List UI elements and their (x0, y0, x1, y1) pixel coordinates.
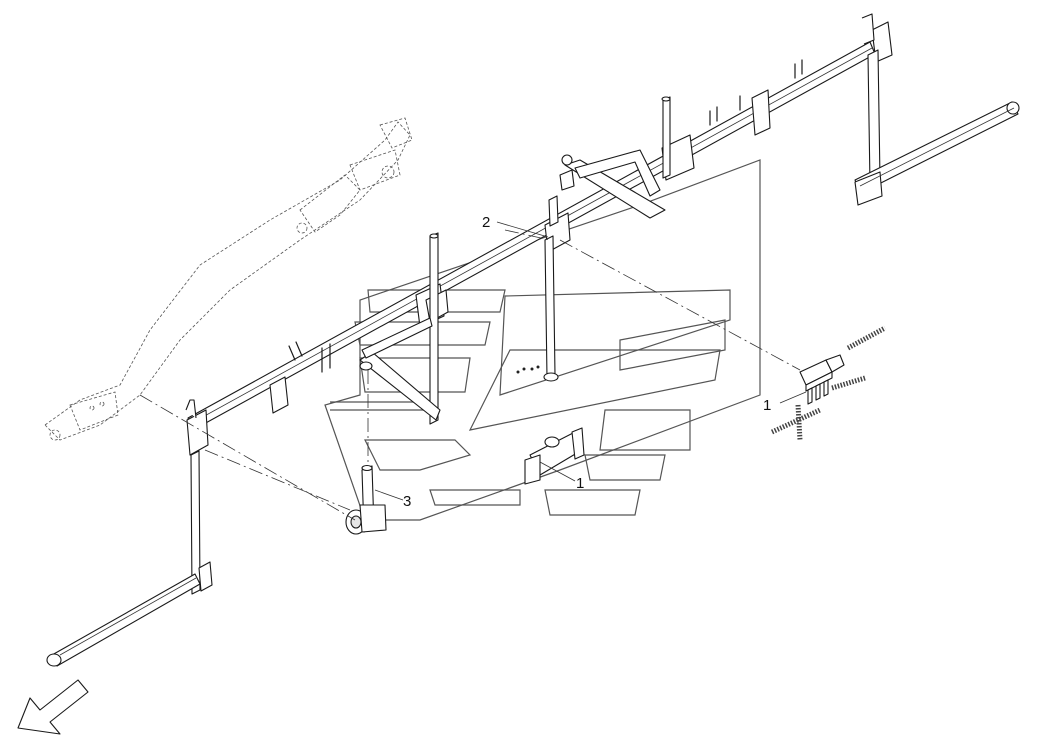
center-posts (429, 96, 671, 425)
callout-leaders (374, 221, 807, 501)
left-post-assembly (46, 399, 213, 667)
callout-1-bracket: 1 (576, 475, 584, 492)
support-bracket-upper (559, 149, 666, 219)
callout-1-nozzle: 1 (763, 397, 771, 414)
part-3-post-clamp (345, 464, 387, 535)
right-post-assembly (854, 13, 1020, 206)
boom-clamps (269, 21, 893, 414)
support-bracket-left (359, 317, 441, 421)
folding-arm-outline (44, 117, 413, 441)
detail-dots (516, 365, 540, 374)
assembly-lines (139, 229, 801, 521)
callout-2: 2 (482, 214, 490, 231)
sprayer-tank-outline (324, 159, 761, 521)
direction-arrow-icon (17, 679, 89, 735)
part-1-nozzle-body (770, 325, 887, 441)
callout-3: 3 (403, 493, 411, 510)
part-1-clamp-bracket (524, 427, 585, 485)
